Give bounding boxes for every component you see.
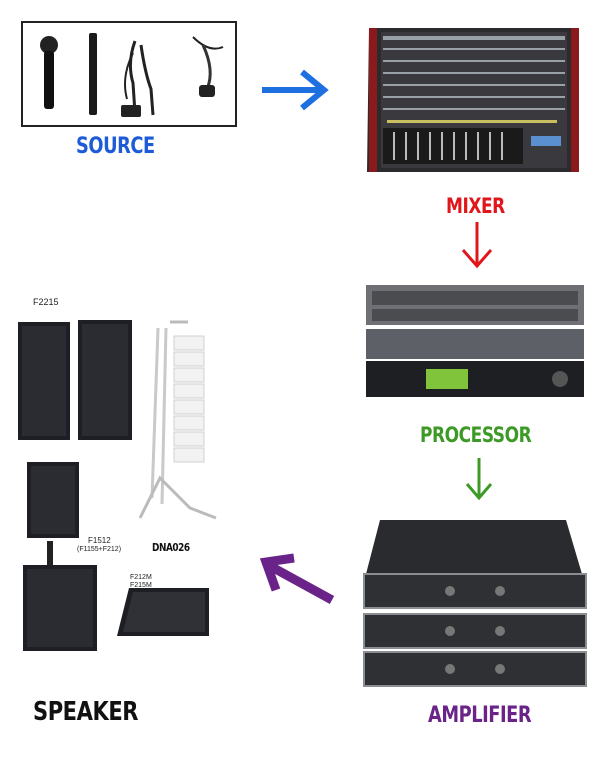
- subwoofer-bottom-cabinet: [23, 565, 97, 651]
- mixer-image: [367, 28, 579, 172]
- amplifier-image: [363, 520, 587, 687]
- speaker-model-f212m: F212M: [130, 574, 152, 581]
- subwoofer-top-cabinet: [27, 462, 79, 538]
- amplifier-label: AMPLIFIER: [428, 703, 532, 728]
- stage-monitor: [117, 588, 209, 636]
- processor-image: [366, 285, 584, 397]
- source-label: SOURCE: [76, 134, 155, 159]
- source-equipment-box: [21, 21, 237, 127]
- arrow-right-icon: [262, 69, 329, 111]
- line-array-tower: [138, 320, 217, 520]
- arrow-down-icon: [465, 458, 493, 501]
- speaker-model-f2215: F2215: [33, 297, 59, 307]
- speaker-label: SPEAKER: [33, 697, 139, 727]
- speaker-model-line-array: DNA026: [152, 541, 190, 554]
- speaker-pole: [47, 541, 53, 567]
- arrow-down-icon: [461, 222, 493, 269]
- arrow-up-left-icon: [259, 553, 335, 604]
- speaker-model-f1512-detail: (F1155+F212): [77, 546, 122, 553]
- processor-label: PROCESSOR: [420, 423, 532, 447]
- microphones-image: [40, 33, 224, 117]
- speaker-model-f215m: F215M: [130, 582, 152, 589]
- speaker-model-f1512: F1512: [88, 536, 111, 545]
- mixer-label: MIXER: [446, 194, 505, 218]
- speaker-cabinets-pair: [18, 320, 132, 440]
